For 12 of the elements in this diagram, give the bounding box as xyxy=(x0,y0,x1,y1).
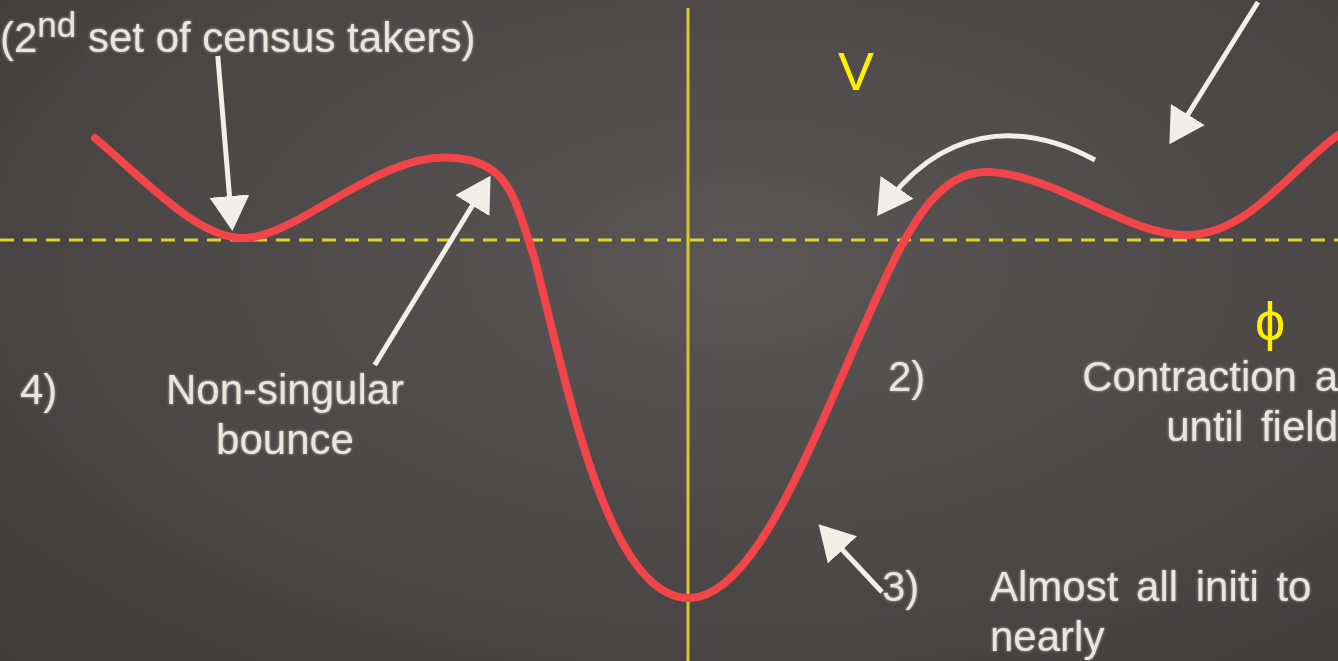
step-number: 4) xyxy=(20,365,58,415)
leader-arrow xyxy=(818,524,884,594)
leader-arrow xyxy=(209,55,250,231)
axis-label: V xyxy=(838,40,875,102)
step-number: 3) xyxy=(882,562,920,612)
annotation-text: Contraction a until field xyxy=(1081,352,1338,452)
step-number: 2) xyxy=(888,352,926,402)
annotation-text: (2$^{nd}$ set of census takers) xyxy=(0,4,476,63)
axis-label: ϕ xyxy=(1255,290,1286,352)
annotation-text: Almost all initi to nearly xyxy=(990,562,1312,661)
annotation-text: Non-singular bounce xyxy=(164,365,406,465)
leader-arrow xyxy=(372,175,491,367)
